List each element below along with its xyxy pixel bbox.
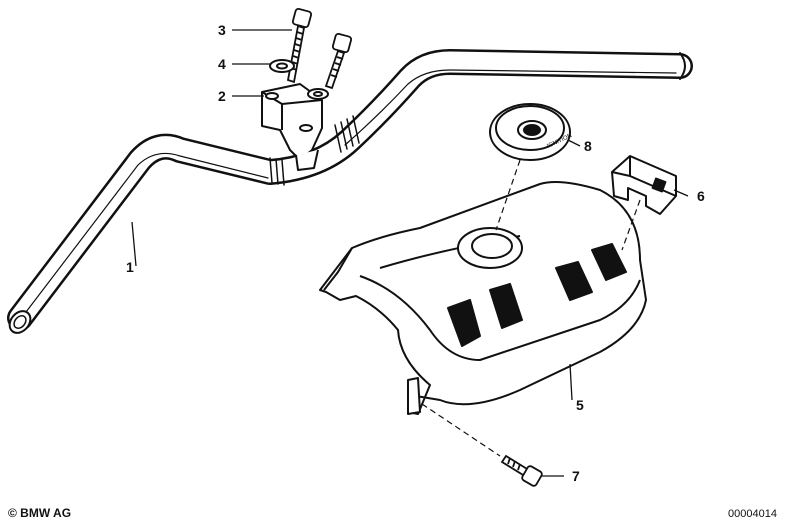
ignition-cover: IGNITION [489,103,573,161]
clamp [261,83,323,171]
assembly-lines [421,159,641,457]
callout-2: 2 [218,88,226,104]
callout-7: 7 [572,468,580,484]
callout-6: 6 [697,188,705,204]
callout-3: 3 [218,22,226,38]
washers [269,59,329,100]
bolt-upper-left [286,7,313,84]
bolt-upper-right [324,32,353,90]
callout-labels: 1 2 3 4 5 6 7 8 [126,22,705,484]
callout-4: 4 [218,56,226,72]
callout-1: 1 [126,259,134,275]
cable-clip [611,155,677,215]
callout-5: 5 [576,397,584,413]
leader-lines [131,29,689,477]
screw [500,454,543,487]
handlebar-cover [319,181,647,415]
copyright-text: © BMW AG [8,506,72,520]
callout-8: 8 [584,138,592,154]
handlebar [7,49,693,334]
diagram-part-number: 00004014 [728,508,777,520]
